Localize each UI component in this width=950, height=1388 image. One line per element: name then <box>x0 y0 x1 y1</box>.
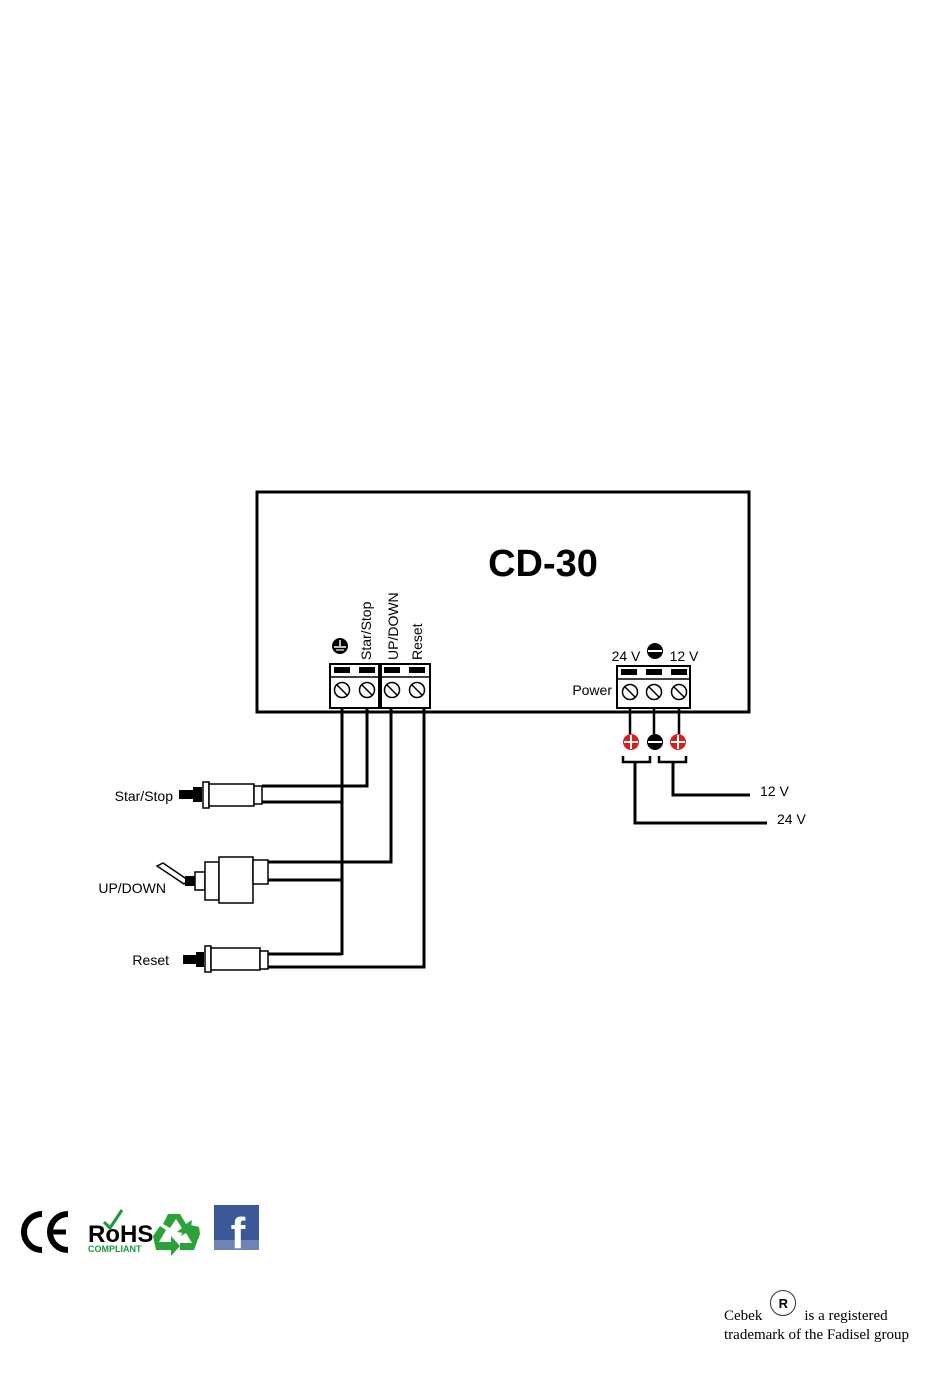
control-wiring <box>262 708 424 967</box>
supply-12v-label: 12 V <box>760 783 789 799</box>
trademark-line2: trademark of the Fadisel group <box>724 1326 946 1345</box>
registered-icon: R <box>770 1290 796 1316</box>
power-label: Power <box>572 682 612 698</box>
reset-push-button <box>183 946 268 972</box>
start-stop-push-button <box>179 782 262 808</box>
supply-24v-label: 24 V <box>777 811 806 827</box>
up-down-toggle-switch <box>157 857 268 903</box>
control-terminal-block <box>330 664 430 708</box>
minus-terminal-icon <box>647 734 663 750</box>
screw-icon <box>410 683 425 698</box>
reset-label: Reset <box>132 952 169 968</box>
screw-icon <box>623 685 638 700</box>
plus-terminal-icon <box>670 734 686 750</box>
terminal-label-reset: Reset <box>409 623 425 660</box>
screw-icon <box>385 683 400 698</box>
ground-icon <box>332 638 348 654</box>
screw-icon <box>672 685 687 700</box>
start-stop-label: Star/Stop <box>115 788 174 804</box>
screw-icon <box>360 683 375 698</box>
screw-icon <box>647 685 662 700</box>
up-down-label: UP/DOWN <box>98 880 166 896</box>
plus-terminal-icon <box>623 734 639 750</box>
terminal-label-up-down: UP/DOWN <box>385 592 401 660</box>
module-title: CD-30 <box>488 543 598 585</box>
power-12v-label: 12 V <box>670 648 699 664</box>
trademark-notice: Cebek R is a registered trademark of the… <box>724 1300 946 1345</box>
screw-icon <box>335 683 350 698</box>
power-terminal-block <box>617 666 690 708</box>
trademark-line1: is a registered <box>804 1307 887 1326</box>
power-24v-label: 24 V <box>612 648 641 664</box>
minus-icon <box>647 643 663 659</box>
terminal-label-start-stop: Star/Stop <box>358 601 374 660</box>
trademark-brand: Cebek <box>724 1307 762 1326</box>
